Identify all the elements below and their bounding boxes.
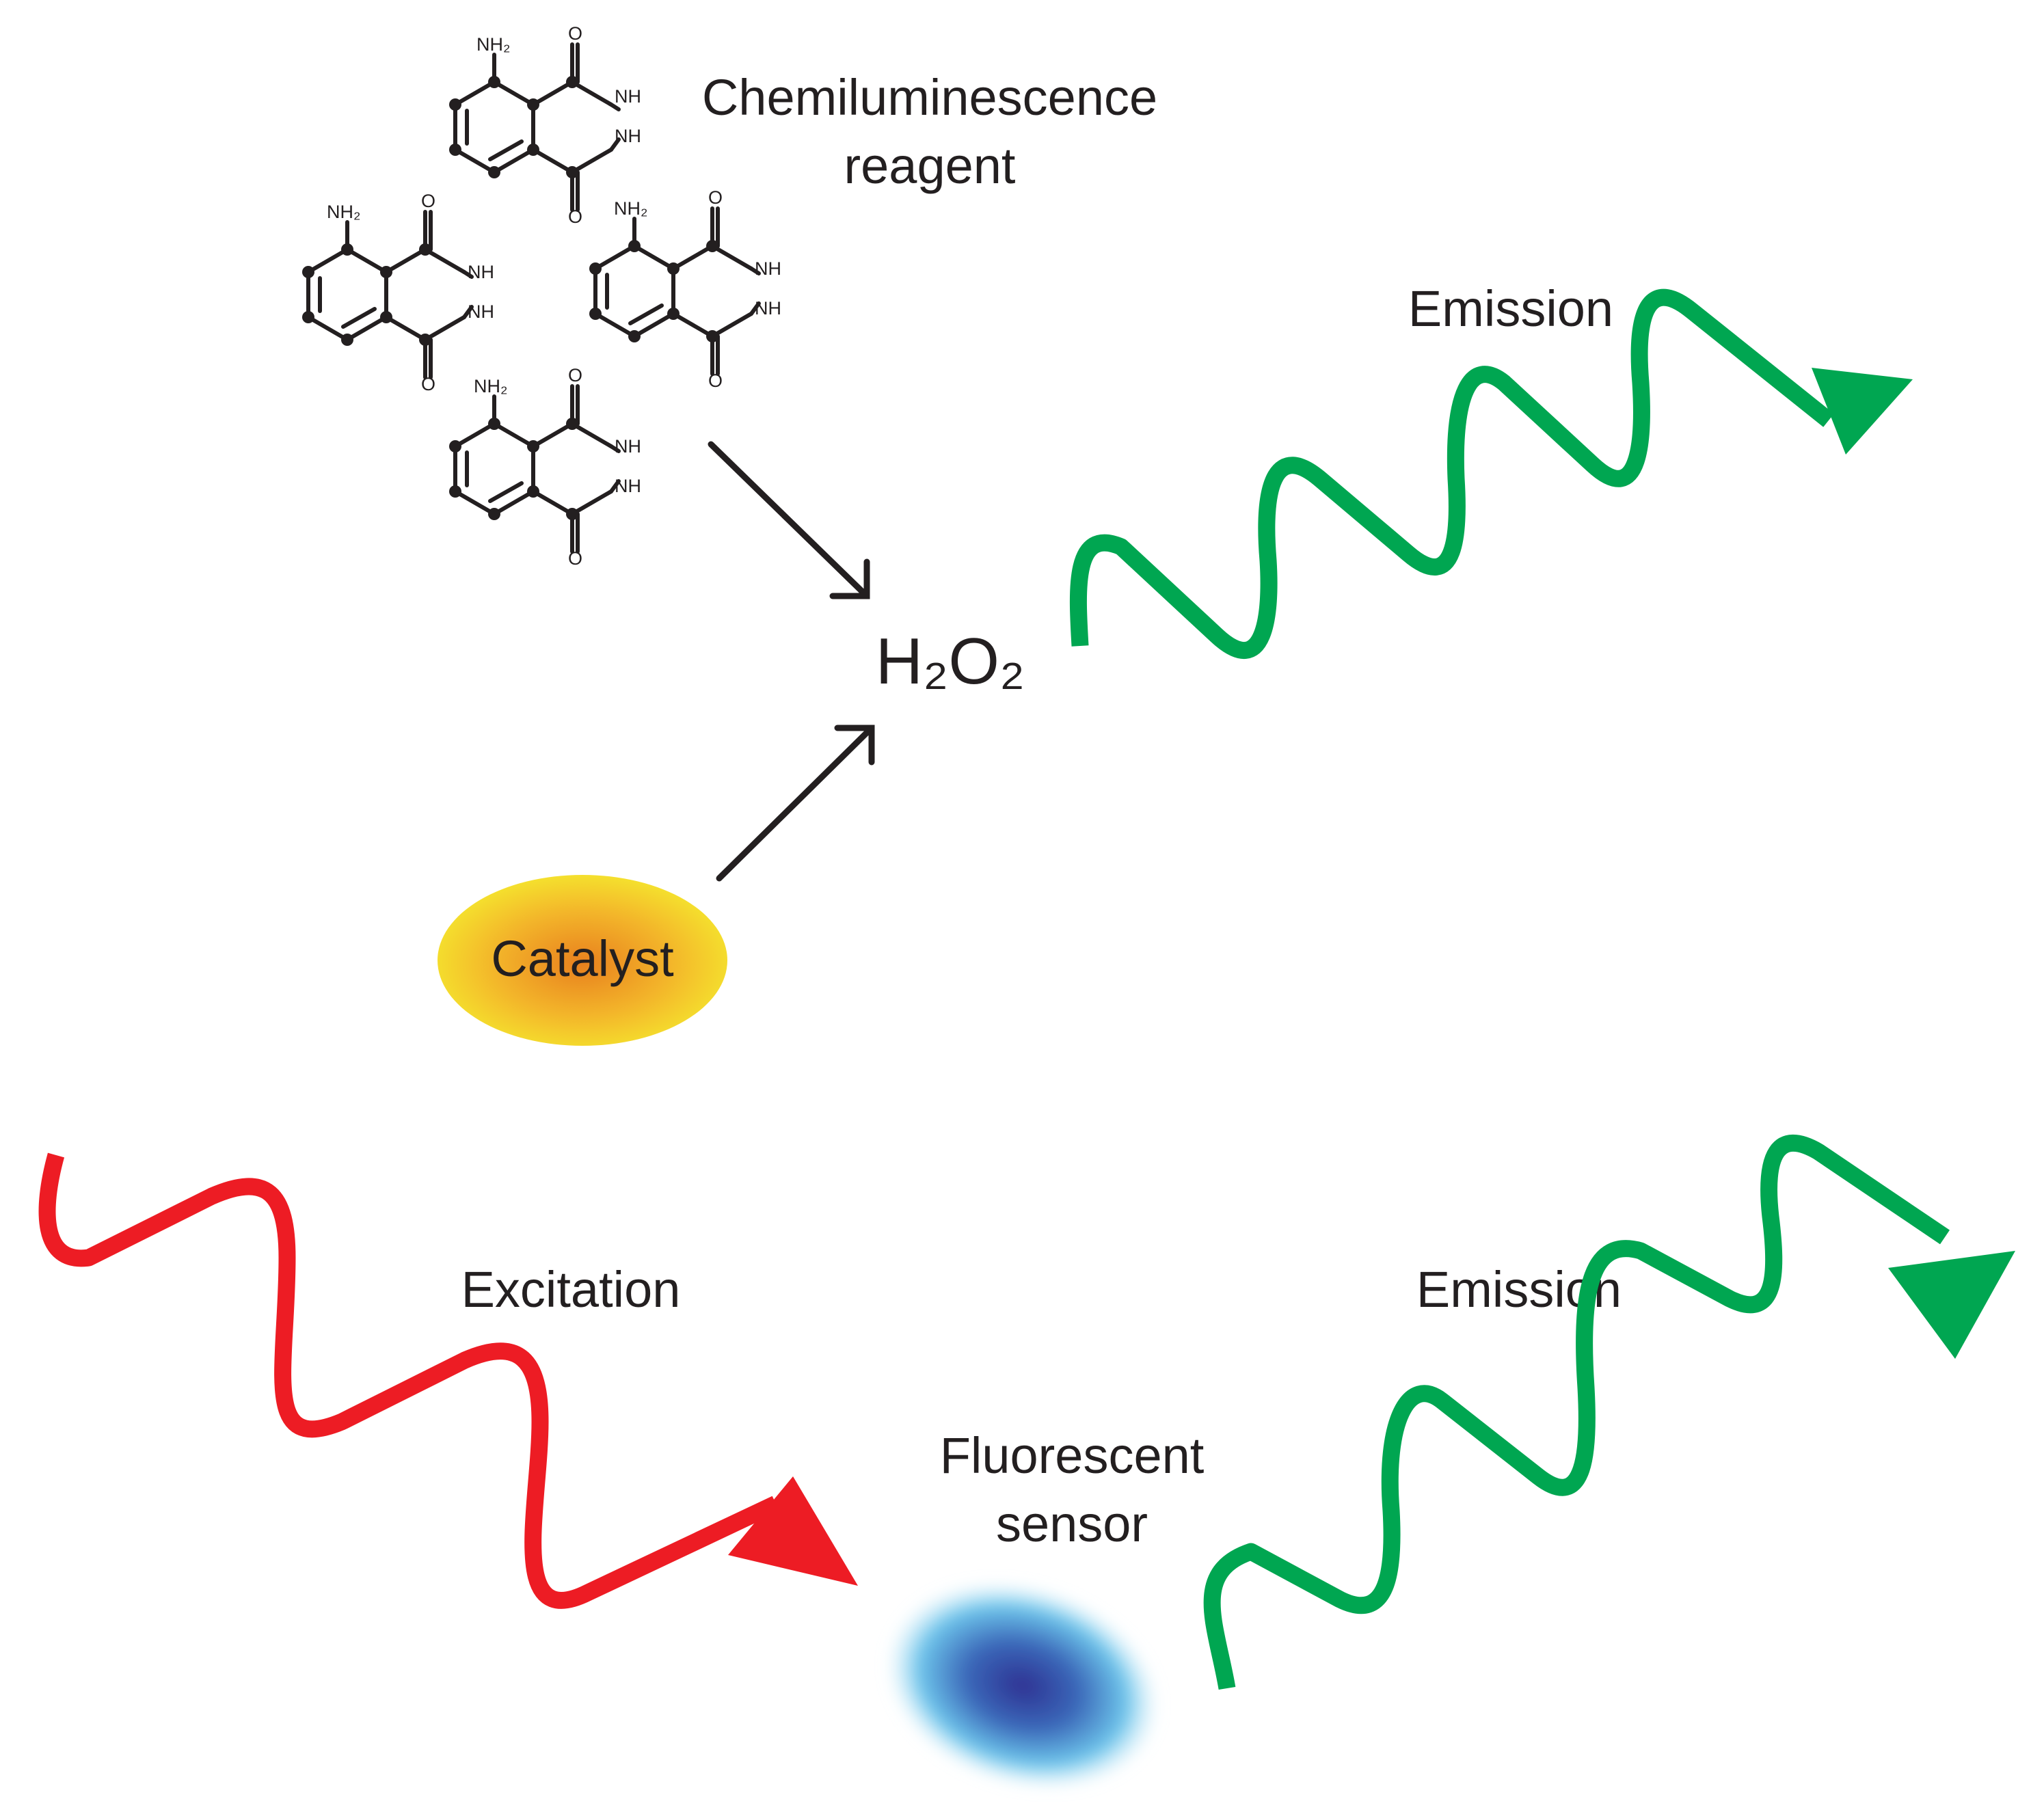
oxygen-label: O xyxy=(708,370,723,391)
oxygen-label: O xyxy=(708,187,723,208)
oxygen-label: O xyxy=(421,191,435,211)
emission-top-label: Emission xyxy=(1408,280,1613,337)
reagent-to-h2o2-arrow xyxy=(708,441,870,599)
oxygen-label: O xyxy=(568,206,582,227)
nh-label: NH xyxy=(615,86,641,107)
luminol-molecule-4: NH₂ O NH NH O xyxy=(449,365,641,569)
catalyst-particle: Catalyst xyxy=(438,875,727,1046)
oxygen-label: O xyxy=(568,548,582,569)
emission-wave-bottom xyxy=(1203,1135,2015,1690)
amine-label: NH₂ xyxy=(474,376,507,396)
chemiluminescence-label-line2: reagent xyxy=(844,137,1016,194)
emission-wave-top xyxy=(1069,288,1913,659)
h2o2-label: H₂O₂ xyxy=(876,625,1025,698)
oxygen-label: O xyxy=(421,374,435,394)
nh-label: NH xyxy=(755,258,781,279)
catalyst-to-h2o2-arrow xyxy=(716,725,875,882)
nh-label: NH xyxy=(468,301,494,322)
fluorescent-label-line2: sensor xyxy=(996,1496,1148,1552)
nh-label: NH xyxy=(615,476,641,496)
oxygen-label: O xyxy=(568,23,582,44)
luminol-molecule-3: NH₂ O NH NH O xyxy=(589,187,781,391)
amine-label: NH₂ xyxy=(476,34,510,55)
fluorescent-sensor-particle xyxy=(885,1581,1160,1790)
excitation-label: Excitation xyxy=(461,1261,681,1318)
nh-label: NH xyxy=(755,298,781,319)
luminol-molecule-1: NH₂ O NH NH O xyxy=(449,23,641,227)
nh-label: NH xyxy=(615,436,641,457)
nh-label: NH xyxy=(468,262,494,282)
excitation-wave xyxy=(38,1152,858,1609)
nh-label: NH xyxy=(615,126,641,146)
oxygen-label: O xyxy=(568,365,582,386)
amine-label: NH₂ xyxy=(327,202,360,222)
fluorescent-label-line1: Fluorescent xyxy=(940,1427,1205,1484)
amine-label: NH₂ xyxy=(614,198,647,219)
catalyst-label: Catalyst xyxy=(491,930,674,987)
chemiluminescence-label-line1: Chemiluminescence xyxy=(702,69,1157,126)
luminol-molecule-2: NH₂ O NH NH O xyxy=(302,191,494,394)
